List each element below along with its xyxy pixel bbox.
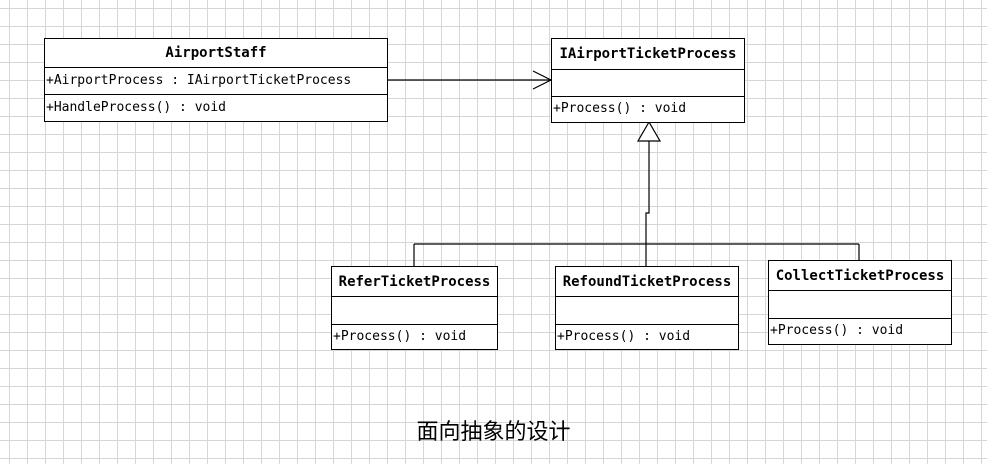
inheritance-trunk [645,141,650,244]
operation-row: +Process() : void [333,329,467,344]
association-arrow [387,70,553,90]
class-refer-ticket-process[interactable]: ReferTicketProcess +Process() : void [331,266,498,350]
attributes-section [556,297,738,325]
operations-section: +HandleProcess() : void [45,95,387,118]
attributes-section [552,70,744,97]
class-name: RefoundTicketProcess [556,267,738,297]
inheritance-triangle [636,120,662,142]
diagram-caption: 面向抽象的设计 [416,420,571,445]
interface-name: IAirportTicketProcess [552,39,744,70]
operations-section: +Process() : void [552,97,744,119]
attribute-row: +AirportProcess : IAirportTicketProcess [46,73,352,88]
class-refound-ticket-process[interactable]: RefoundTicketProcess +Process() : void [555,266,739,350]
class-name: AirportStaff [45,39,387,68]
operation-row: +Process() : void [553,101,687,116]
class-name: ReferTicketProcess [332,267,497,297]
operation-row: +Process() : void [557,329,691,344]
operation-row: +Process() : void [770,323,904,338]
attributes-section [332,297,497,325]
operation-row: +HandleProcess() : void [46,100,227,115]
operations-section: +Process() : void [556,325,738,347]
operations-section: +Process() : void [769,319,951,341]
class-collect-ticket-process[interactable]: CollectTicketProcess +Process() : void [768,260,952,345]
attributes-section: +AirportProcess : IAirportTicketProcess [45,68,387,95]
operations-section: +Process() : void [332,325,497,347]
attributes-section [769,291,951,319]
class-name: CollectTicketProcess [769,261,951,291]
class-iairport-ticket-process[interactable]: IAirportTicketProcess +Process() : void [551,38,745,123]
class-airport-staff[interactable]: AirportStaff +AirportProcess : IAirportT… [44,38,388,122]
